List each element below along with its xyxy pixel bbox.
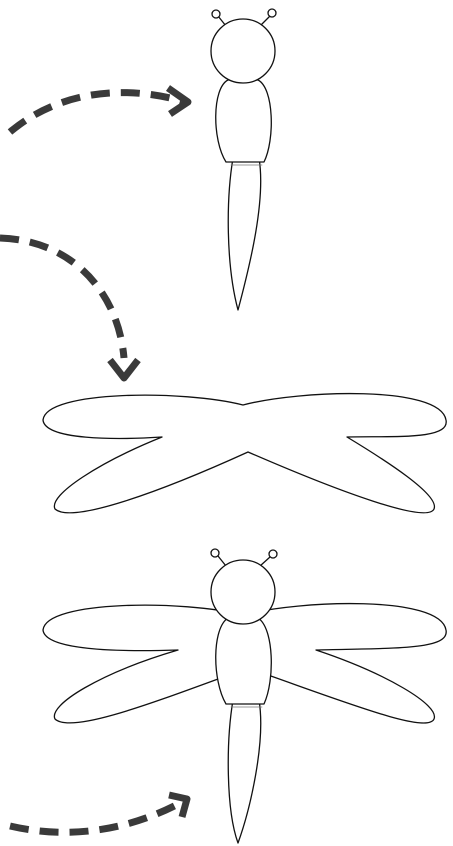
body-head [211, 19, 275, 83]
assembled-tail [228, 700, 260, 843]
wings-outline [43, 394, 446, 513]
body-tail [228, 158, 260, 310]
dragonfly-body-icon [211, 9, 276, 310]
dragonfly-wings-icon [43, 394, 446, 513]
body-thorax [216, 80, 272, 162]
assembled-head [211, 560, 275, 624]
assembled-thorax [216, 618, 272, 704]
dashed-arrow-icon [0, 238, 138, 378]
dashed-arrow-icon [10, 88, 188, 132]
assembled-dragonfly-icon [43, 549, 446, 843]
dashed-arrow-icon [10, 795, 187, 832]
